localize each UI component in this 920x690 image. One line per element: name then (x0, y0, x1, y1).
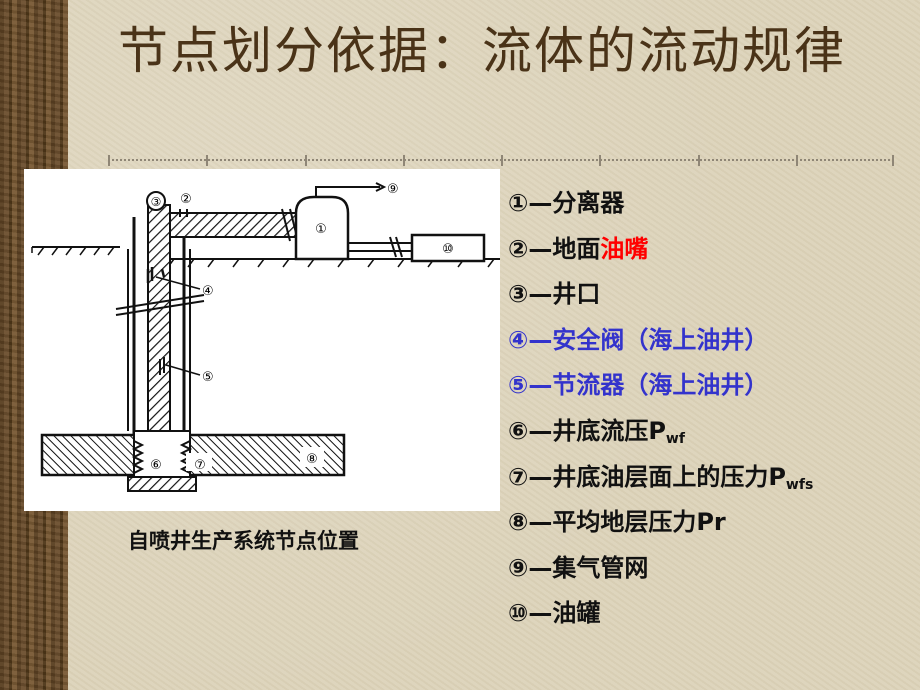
legend-item-7: ⑦—井底油层面上的压力Pwfs (508, 456, 813, 502)
legend-item-10: ⑩—油罐 (508, 592, 813, 638)
legend-item-2: ②—地面油嘴 (508, 228, 813, 274)
legend-number: ④ (508, 325, 529, 354)
legend-number: ⑩ (508, 599, 529, 628)
marker-4: ④ (202, 284, 214, 299)
marker-5: ⑤ (202, 370, 214, 385)
legend-item-5: ⑤—节流器（海上油井） (508, 364, 813, 410)
legend-dash: — (528, 462, 553, 491)
legend-number: ⑦ (508, 462, 529, 491)
figure-caption: 自喷井生产系统节点位置 (128, 529, 359, 553)
legend-dash: — (528, 508, 553, 537)
slide-title: 节点划分依据：流体的流动规律 (118, 22, 846, 80)
legend-text: 平均地层压力Pr (552, 508, 726, 537)
marker-2: ② (180, 192, 192, 207)
legend-number: ⑧ (508, 508, 529, 537)
legend-item-9: ⑨—集气管网 (508, 547, 813, 593)
diagram-drawing: ③ ② ① ⑨ ⑩ ④ ⑤ ⑥ ⑦ ⑧ (31, 182, 500, 492)
legend-text: 油罐 (552, 599, 601, 628)
legend-item-3: ③—井口 (508, 273, 813, 319)
legend-dash: — (528, 189, 553, 217)
marker-8: ⑧ (306, 452, 318, 467)
legend-text: 地面 (552, 234, 601, 263)
legend-text: 分离器 (552, 189, 625, 217)
legend-dash: — (528, 599, 553, 628)
legend-item-8: ⑧—平均地层压力Pr (508, 501, 813, 547)
marker-7: ⑦ (194, 458, 206, 473)
legend-number: ⑤ (508, 371, 529, 400)
legend-text: 井底流压P (552, 416, 666, 445)
legend-number: ⑥ (508, 416, 529, 445)
legend-item-1: ①—分离器 (508, 182, 813, 228)
well-system-diagram: ③ ② ① ⑨ ⑩ ④ ⑤ ⑥ ⑦ ⑧ (24, 169, 500, 511)
legend-dash: — (528, 234, 553, 263)
legend-subscript: wf (665, 430, 685, 447)
marker-1: ① (315, 222, 327, 237)
legend-subscript: wfs (785, 476, 814, 493)
legend-number: ⑨ (508, 553, 529, 582)
legend-dash: — (528, 416, 553, 445)
legend-text: 井底油层面上的压力P (552, 462, 786, 491)
legend-text: 井口 (552, 280, 601, 309)
marker-10: ⑩ (442, 242, 454, 257)
legend-text: 安全阀（海上油井） (552, 325, 769, 354)
legend-dash: — (528, 280, 553, 309)
legend-number: ① (508, 189, 529, 217)
marker-9: ⑨ (387, 182, 399, 197)
legend-number: ② (508, 234, 529, 263)
legend-dash: — (528, 325, 553, 354)
marker-6: ⑥ (150, 458, 162, 473)
legend-text: 节流器（海上油井） (552, 371, 769, 400)
legend-item-6: ⑥—井底流压Pwf (508, 410, 813, 456)
legend-number: ③ (508, 280, 529, 309)
title-divider (108, 155, 894, 166)
legend-dash: — (528, 553, 553, 582)
marker-3: ③ (151, 195, 162, 209)
legend-text: 集气管网 (552, 553, 649, 582)
legend-dash: — (528, 371, 553, 400)
node-legend: ①—分离器 ②—地面油嘴 ③—井口 ④—安全阀（海上油井） ⑤—节流器（海上油井… (508, 182, 813, 638)
legend-item-4: ④—安全阀（海上油井） (508, 319, 813, 365)
legend-highlight: 油嘴 (600, 234, 649, 263)
